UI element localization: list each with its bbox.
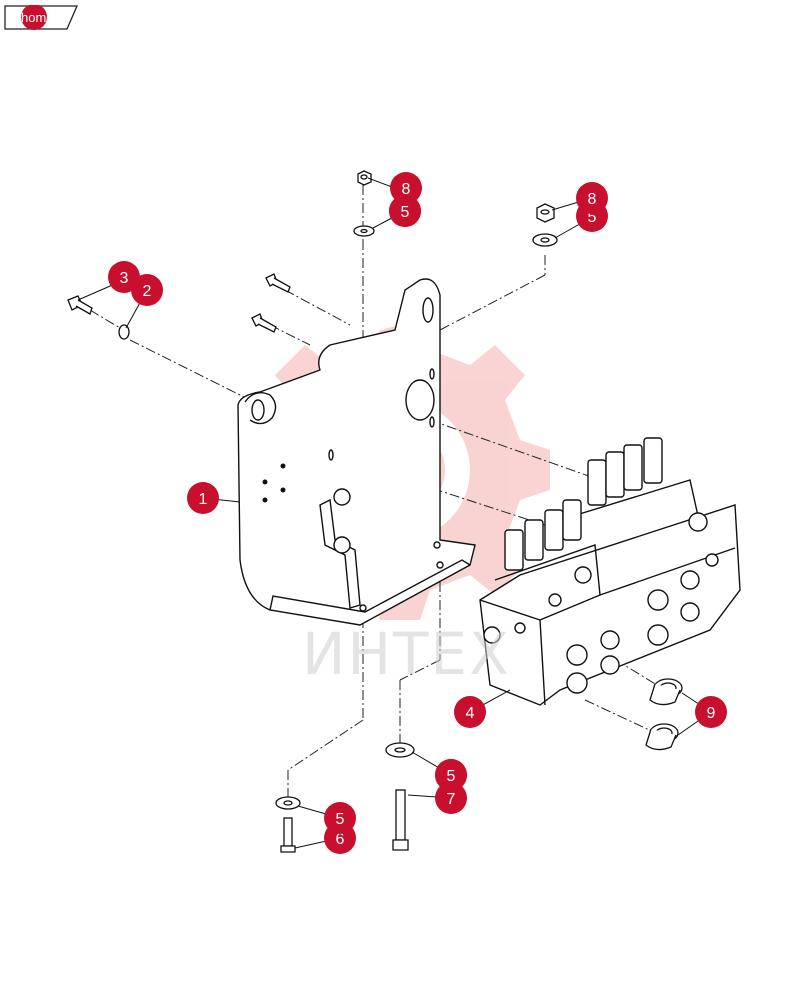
- callout-label: 5: [401, 204, 410, 221]
- callout-label: 4: [466, 705, 475, 722]
- callout-5-bottom-left[interactable]: 5: [324, 802, 356, 834]
- callout-1[interactable]: 1: [187, 482, 219, 514]
- fasteners: [67, 170, 558, 853]
- port-plugs: [645, 678, 683, 751]
- valve-block: [479, 437, 741, 706]
- callout-label: 8: [588, 191, 597, 208]
- home-button[interactable]: home: [4, 5, 78, 30]
- callout-5-bottom-right-duplicate[interactable]: 5: [435, 759, 467, 791]
- mounting-bracket: [237, 278, 476, 626]
- callout-label: 9: [707, 705, 716, 722]
- callout-label: 8: [402, 181, 411, 198]
- callouts: 1 2 3 4 5 5 5 6 5 7 5 8 5 8 9: [108, 172, 727, 854]
- callout-8-top-right[interactable]: 8: [576, 182, 608, 214]
- callout-label: 1: [199, 491, 208, 508]
- callout-9[interactable]: 9: [695, 696, 727, 728]
- watermark-text: ИНТЕХ: [302, 620, 511, 688]
- callout-8-top-center[interactable]: 8: [390, 172, 422, 204]
- callout-label: 6: [336, 831, 345, 848]
- callout-label: 5: [447, 768, 456, 785]
- callout-label: 5: [336, 811, 345, 828]
- callout-3[interactable]: 3: [108, 261, 140, 293]
- home-label: home: [21, 10, 54, 25]
- callout-5-top-center-front[interactable]: 5: [389, 195, 421, 227]
- callout-4[interactable]: 4: [454, 696, 486, 728]
- callout-label: 2: [143, 283, 152, 300]
- home-tab-outline: [4, 5, 78, 30]
- callout-label: 5: [588, 209, 597, 226]
- callout-label: 3: [120, 270, 129, 287]
- callout-7[interactable]: 7: [435, 782, 467, 814]
- callout-label: 7: [447, 791, 456, 808]
